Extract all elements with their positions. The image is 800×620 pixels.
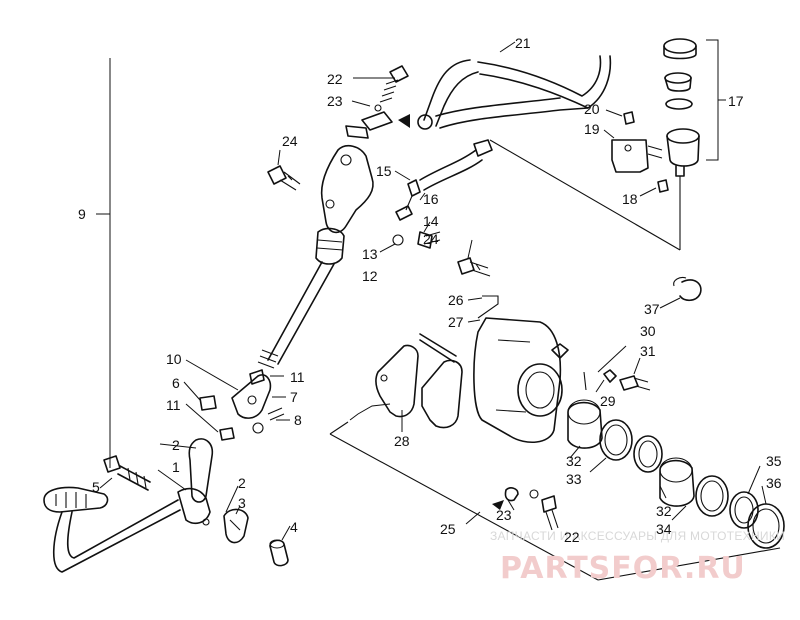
callout-11: 11 — [290, 369, 305, 385]
callout-14: 14 — [423, 213, 439, 229]
callout-15: 15 — [376, 163, 392, 179]
hose-fitting — [394, 139, 493, 221]
callout-24b: 24 — [423, 231, 439, 247]
callout-25: 25 — [440, 521, 456, 537]
callout-32: 32 — [566, 453, 582, 469]
callout-2b: 2 — [238, 475, 246, 491]
callout-7: 7 — [290, 389, 298, 405]
callout-16: 16 — [423, 191, 439, 207]
callout-13: 13 — [362, 246, 378, 262]
callout-26: 26 — [448, 292, 464, 308]
callout-27: 27 — [448, 314, 464, 330]
brake-hose — [398, 41, 612, 130]
callout-33: 33 — [566, 471, 582, 487]
bleeder-bolt-top — [351, 65, 409, 112]
callout-18: 18 — [622, 191, 638, 207]
callout-2: 2 — [172, 437, 180, 453]
bracket-9 — [96, 58, 111, 468]
callout-6: 6 — [172, 375, 180, 391]
callout-8: 8 — [294, 412, 302, 428]
callout-1: 1 — [172, 459, 180, 475]
callout-5: 5 — [92, 479, 100, 495]
bleeder-and-clip — [583, 276, 702, 393]
bracket-25 — [329, 421, 781, 581]
callout-32b: 32 — [656, 503, 672, 519]
pedal-lever-assembly — [183, 359, 290, 441]
callout-36: 36 — [766, 475, 782, 491]
caliper-bolt — [492, 487, 559, 531]
mounting-bolt-24a — [267, 149, 301, 191]
callout-21: 21 — [515, 35, 531, 51]
callout-3: 3 — [238, 495, 246, 511]
callout-24: 24 — [282, 133, 298, 149]
reservoir-bracket — [489, 109, 681, 251]
callout-34: 34 — [656, 521, 672, 537]
callout-19: 19 — [584, 121, 600, 137]
washer-and-bolt — [379, 221, 491, 277]
callout-9: 9 — [78, 206, 86, 222]
callout-12: 12 — [362, 268, 378, 284]
callout-17: 17 — [728, 93, 744, 109]
callout-4: 4 — [290, 519, 298, 535]
callout-labels: 21 22 23 17 20 19 24 15 18 16 9 14 24 13… — [78, 35, 782, 545]
callout-35: 35 — [766, 453, 782, 469]
callout-22b: 22 — [564, 529, 580, 545]
watermark: ЗАПЧАСТИ И АКСЕССУАРЫ ДЛЯ МОТОТЕХНИКИ PA… — [490, 529, 785, 586]
brake-pedal — [43, 438, 291, 573]
callout-20: 20 — [584, 101, 600, 117]
callout-23b: 23 — [496, 507, 512, 523]
watermark-tagline: ЗАПЧАСТИ И АКСЕССУАРЫ ДЛЯ МОТОТЕХНИКИ — [490, 529, 785, 543]
fluid-reservoir — [663, 38, 726, 177]
brake-caliper — [349, 295, 569, 443]
callout-11b: 11 — [166, 397, 181, 413]
callout-30: 30 — [640, 323, 656, 339]
callout-29: 29 — [600, 393, 616, 409]
callout-31: 31 — [640, 343, 656, 359]
callout-37: 37 — [644, 301, 660, 317]
pistons-and-seals — [567, 399, 785, 549]
watermark-logo: PARTSFOR.RU — [500, 551, 746, 586]
callout-28: 28 — [394, 433, 410, 449]
callout-22: 22 — [327, 71, 343, 87]
callout-10: 10 — [166, 351, 182, 367]
master-cylinder — [257, 111, 393, 369]
callout-23: 23 — [327, 93, 343, 109]
